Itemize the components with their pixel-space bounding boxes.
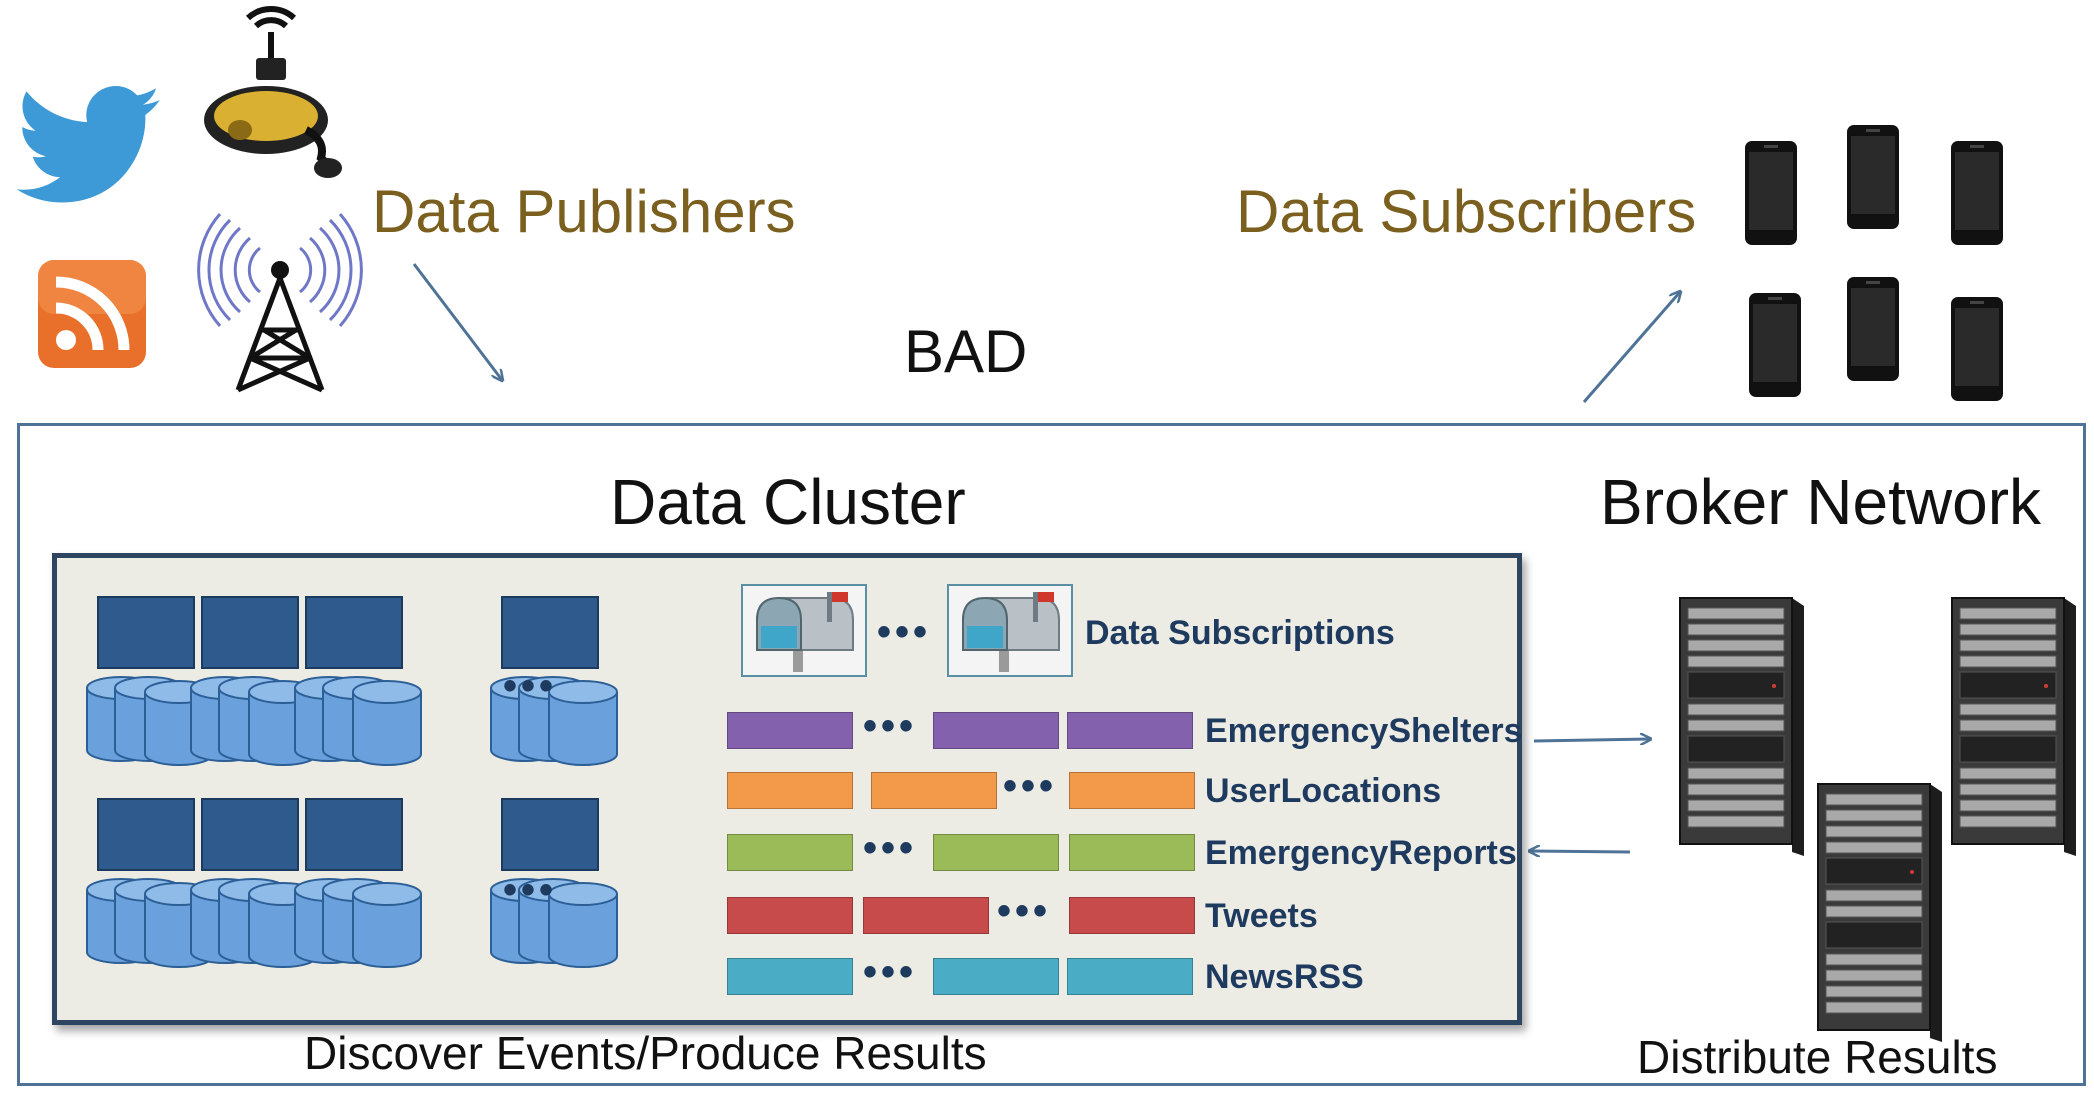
radio-tower-icon [197, 213, 363, 393]
compute-node-square [501, 798, 599, 871]
data-cluster-heading: Data Cluster [610, 466, 966, 538]
stream-bar [1069, 772, 1195, 809]
compute-node-square [201, 798, 299, 871]
node-ellipsis: ••• [503, 664, 558, 708]
data-publishers-label: Data Publishers [372, 178, 796, 245]
smartphone-icon [1744, 140, 1798, 251]
stream-bar [933, 958, 1059, 995]
compute-node-square [501, 596, 599, 669]
stream-bar [727, 772, 853, 809]
node-ellipsis: ••• [503, 868, 558, 912]
stream-bar [727, 897, 853, 934]
cluster-node [489, 596, 619, 776]
smartphone-icon [1748, 292, 1802, 403]
data-subscriptions-label: Data Subscriptions [1085, 614, 1395, 652]
server-rack-icon [1817, 783, 1942, 1042]
twitter-bird-icon [16, 86, 161, 203]
stream-label: NewsRSS [1205, 958, 1364, 996]
compute-node-square [201, 596, 299, 669]
subscription-ellipsis: ••• [877, 610, 932, 654]
stream-ellipsis: ••• [863, 950, 918, 994]
security-camera-icon [204, 6, 342, 178]
subscription-mailbox [947, 584, 1073, 677]
broker-network-heading: Broker Network [1600, 466, 2041, 538]
stream-bar [933, 834, 1059, 871]
rss-feed-icon [38, 260, 146, 368]
cluster-node [293, 798, 423, 978]
database-cylinder-icon [294, 676, 422, 766]
stream-bar [1069, 834, 1195, 871]
stream-label: UserLocations [1205, 772, 1442, 810]
compute-node-square [305, 798, 403, 871]
stream-bar [933, 712, 1059, 749]
cluster-node [85, 596, 215, 776]
database-cylinder-icon [86, 676, 214, 766]
stream-ellipsis: ••• [863, 704, 918, 748]
mailbox-icon [962, 592, 1060, 672]
stream-bar [727, 834, 853, 871]
subscription-mailbox [741, 584, 867, 677]
cluster-node [293, 596, 423, 776]
bad-system-box [17, 423, 2086, 1086]
smartphone-icon [1846, 276, 1900, 387]
stream-bar [1067, 958, 1193, 995]
smartphone-icon [1846, 124, 1900, 235]
database-cylinder-icon [490, 676, 618, 766]
stream-ellipsis: ••• [1003, 764, 1058, 808]
server-rack-icon [1679, 597, 1804, 856]
stream-label: EmergencyShelters [1205, 712, 1523, 750]
database-cylinder-icon [294, 878, 422, 968]
compute-node-square [305, 596, 403, 669]
mailbox-icon [756, 592, 854, 672]
compute-node-square [97, 798, 195, 871]
stream-ellipsis: ••• [863, 826, 918, 870]
database-cylinder-icon [490, 878, 618, 968]
compute-node-square [97, 596, 195, 669]
subscriber-phones [1740, 120, 2020, 410]
smartphone-icon [1950, 296, 2004, 407]
publisher-icons [0, 0, 363, 400]
stream-label: Tweets [1205, 897, 1318, 935]
data-subscribers-label: Data Subscribers [1236, 178, 1697, 245]
stream-bar [871, 772, 997, 809]
stream-bar [863, 897, 989, 934]
stream-bar [1069, 897, 1195, 934]
data-cluster-box: ••• ••• ••• Data Subscriptions ••• Emerge… [52, 553, 1523, 1025]
stream-bar [1067, 712, 1193, 749]
server-rack-icon [1951, 597, 2076, 856]
stream-label: EmergencyReports [1205, 834, 1517, 872]
stream-bar [727, 958, 853, 995]
stream-bar [727, 712, 853, 749]
cluster-node [489, 798, 619, 978]
broker-caption: Distribute Results [1637, 1031, 1998, 1083]
stream-ellipsis: ••• [997, 889, 1052, 933]
smartphone-icon [1950, 140, 2004, 251]
cluster-caption: Discover Events/Produce Results [304, 1027, 987, 1079]
bad-title: BAD [904, 318, 1028, 385]
